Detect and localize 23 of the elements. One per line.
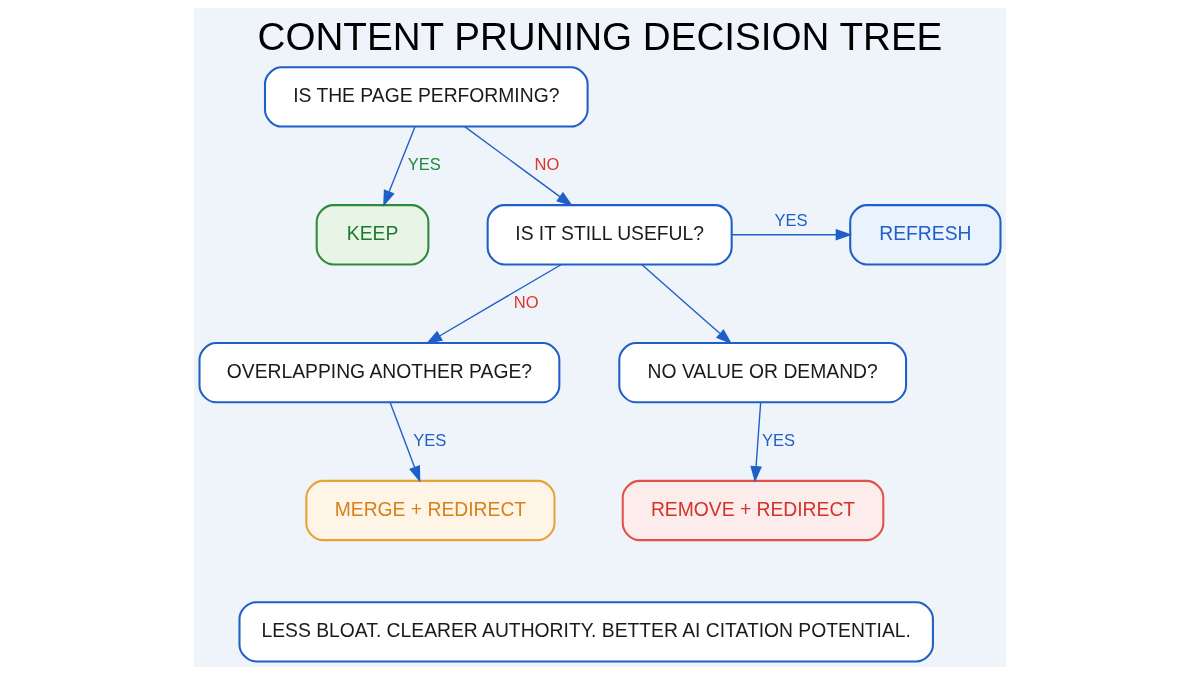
node-box: IS IT STILL USEFUL? bbox=[486, 204, 733, 266]
arrow bbox=[641, 263, 733, 345]
edge-label: YES bbox=[413, 430, 447, 450]
node-box: NO VALUE OR DEMAND? bbox=[618, 341, 908, 404]
node-box: OVERLAPPING ANOTHER PAGE? bbox=[198, 341, 561, 404]
edge-label: YES bbox=[761, 430, 796, 450]
arrow bbox=[425, 263, 563, 345]
arrow bbox=[731, 229, 853, 241]
node-box: REMOVE + REDIRECT bbox=[621, 479, 885, 542]
arrow bbox=[383, 126, 416, 207]
arrow bbox=[389, 402, 421, 483]
arrow bbox=[750, 402, 762, 483]
edge-label: YES bbox=[774, 210, 808, 230]
node-box: KEEP bbox=[315, 204, 430, 266]
node-box: IS THE PAGE PERFORMING? bbox=[263, 66, 589, 128]
edge-label: NO bbox=[513, 293, 539, 312]
node-box: MERGE + REDIRECT bbox=[305, 479, 556, 542]
edge-label: YES bbox=[407, 155, 441, 175]
diagram-title: CONTENT PRUNING DECISION TREE bbox=[257, 14, 943, 58]
node-box: REFRESH bbox=[849, 204, 1002, 266]
edge-label: NO bbox=[534, 155, 560, 175]
node-box: LESS BLOAT. CLEARER AUTHORITY. BETTER AI CITATION POTENTIAL. bbox=[238, 601, 934, 663]
arrow bbox=[464, 125, 573, 207]
